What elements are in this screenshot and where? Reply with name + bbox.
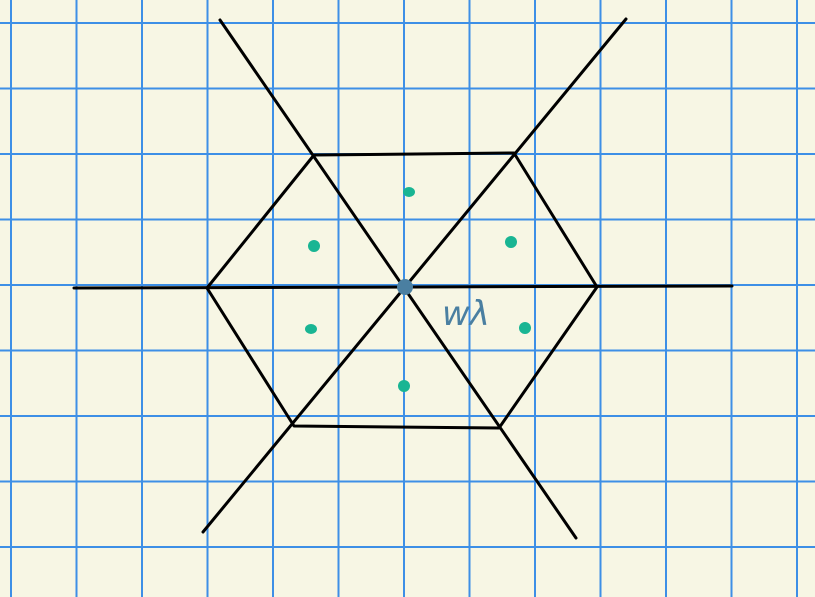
orbit-point-top — [403, 187, 415, 197]
orbit-point-bottom — [398, 380, 410, 392]
orbit-point-lower-left — [305, 324, 317, 334]
weyl-orbit-points — [305, 187, 531, 392]
mirror-line-diagonal-down — [218, 18, 578, 540]
origin-point — [397, 279, 413, 295]
weyl-point-label: wλ — [442, 294, 490, 334]
orbit-point-upper-left — [308, 240, 320, 252]
orbit-point-upper-right — [505, 236, 517, 248]
orbit-point-lower-right — [519, 322, 531, 334]
mirror-line-diagonal-up — [201, 17, 628, 534]
hexagon-outline — [205, 151, 599, 430]
